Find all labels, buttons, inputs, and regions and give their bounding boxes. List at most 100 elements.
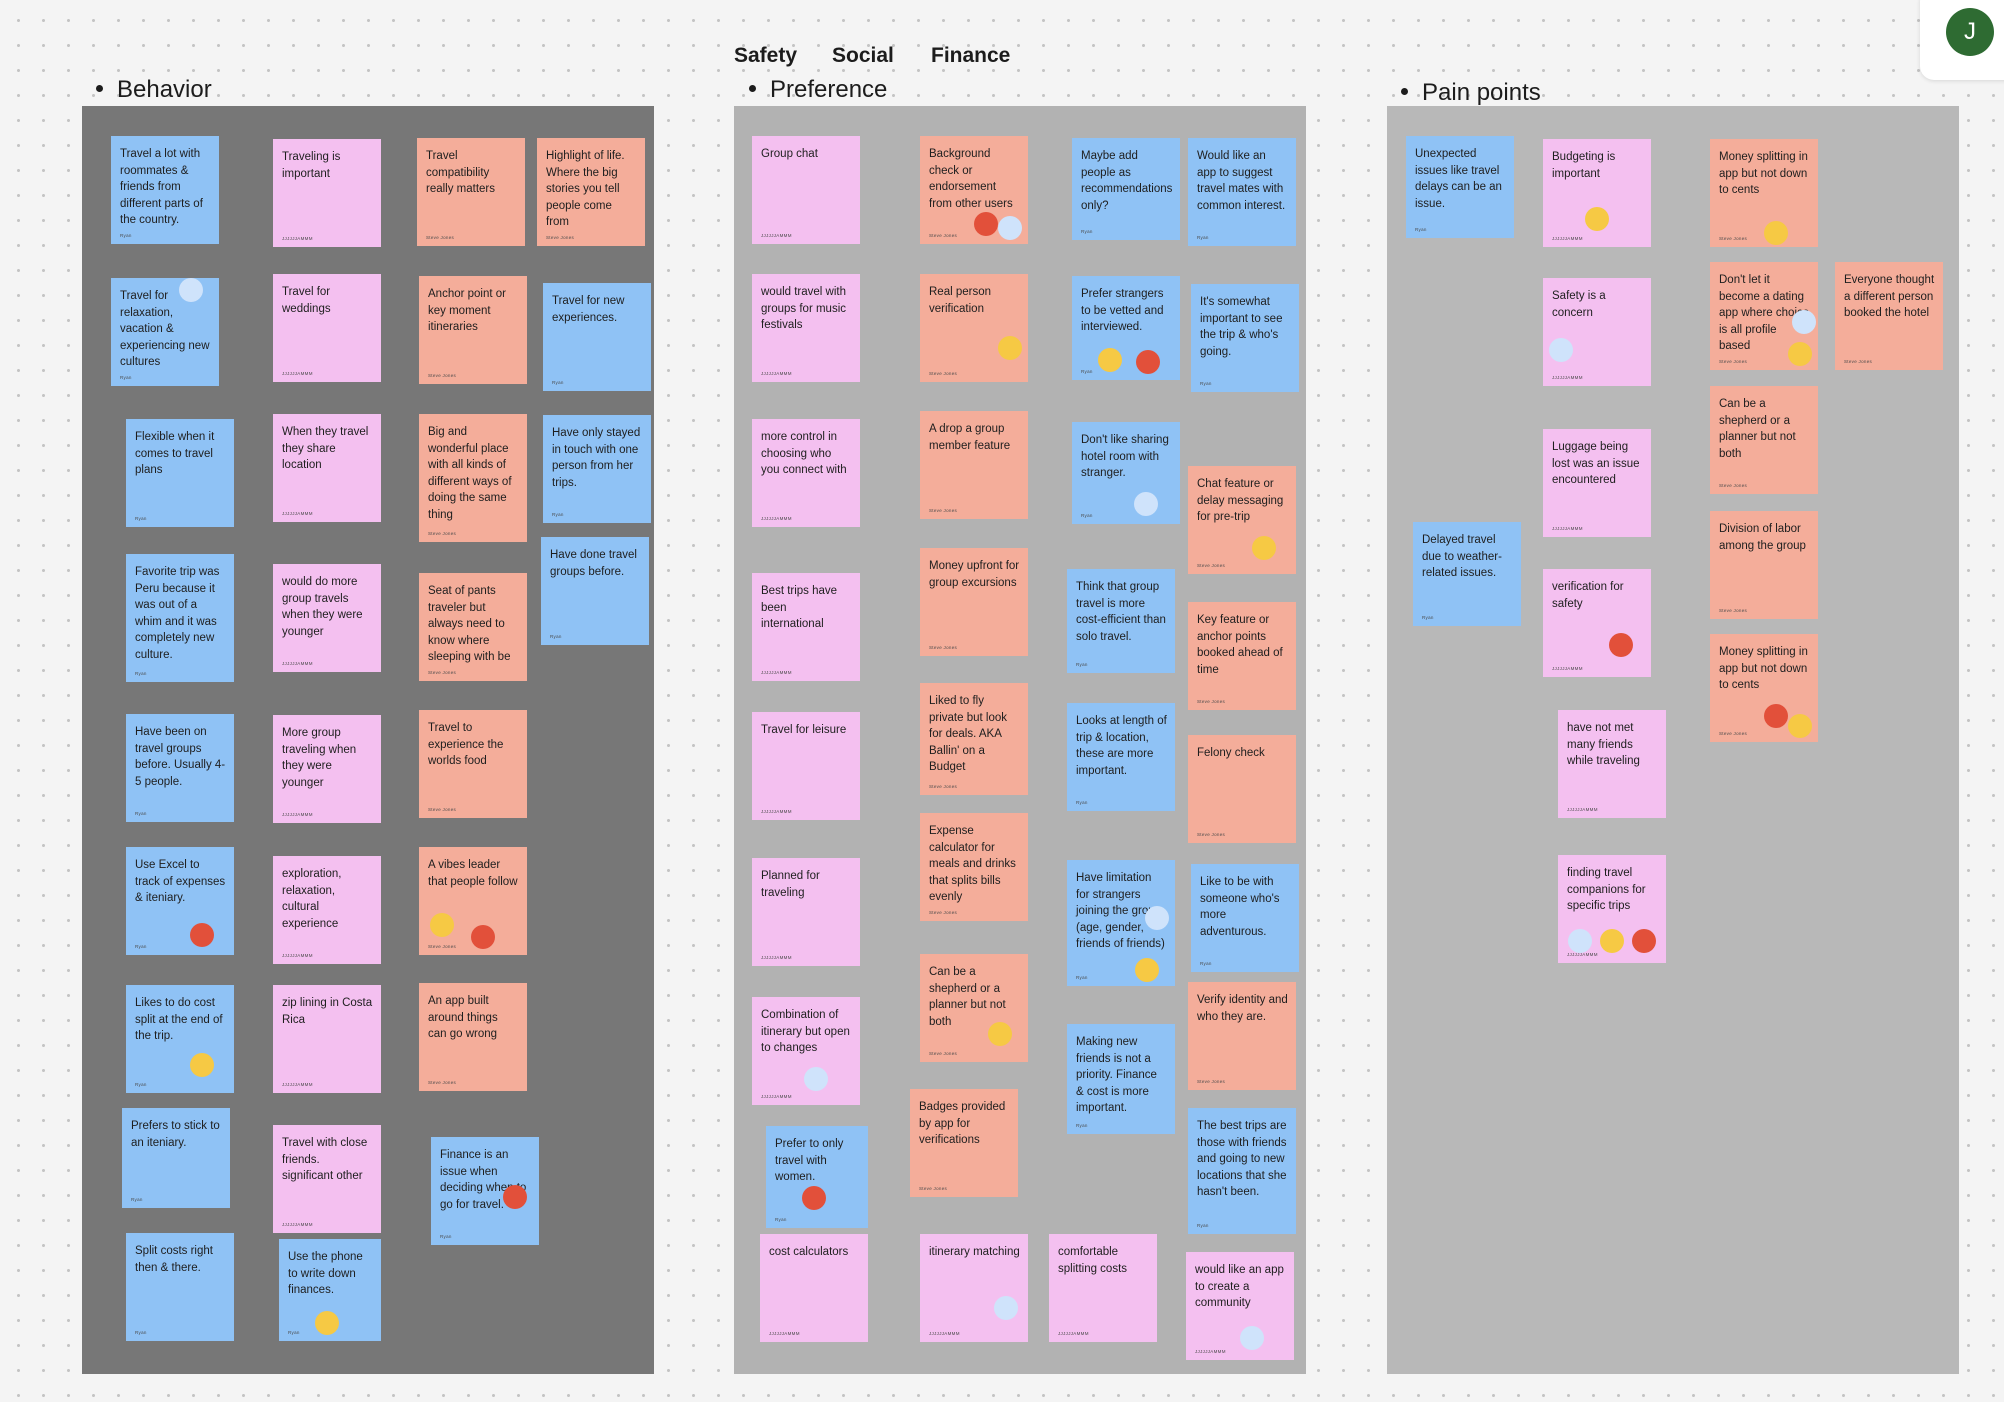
sticky-note[interactable]: Have only stayed in touch with one perso… [543, 415, 651, 523]
sticky-note[interactable]: It's somewhat important to see the trip … [1191, 284, 1299, 392]
sticky-note[interactable]: Seat of pants traveler but always need t… [419, 573, 527, 681]
vote-dot [1134, 492, 1158, 516]
sticky-note[interactable]: Combination of itinerary but open to cha… [752, 997, 860, 1105]
sticky-note[interactable]: Making new friends is not a priority. Fi… [1067, 1024, 1175, 1134]
vote-dot [1136, 350, 1160, 374]
vote-dot [1585, 207, 1609, 231]
sticky-note[interactable]: Travel for relaxation, vacation & experi… [111, 278, 219, 386]
vote-dot [503, 1185, 527, 1209]
sticky-note[interactable]: Would like an app to suggest travel mate… [1188, 138, 1296, 246]
tab-safety[interactable]: Safety [734, 44, 798, 67]
sticky-note[interactable]: Have done travel groups before.Ryan [541, 537, 649, 645]
sticky-note[interactable]: Looks at length of trip & location, thes… [1067, 703, 1175, 811]
sticky-note[interactable]: Use the phone to write down finances.Rya… [279, 1239, 381, 1341]
vote-dot [974, 212, 998, 236]
sticky-note[interactable]: More group traveling when they were youn… [273, 715, 381, 823]
sticky-note[interactable]: exploration, relaxation, cultural experi… [273, 856, 381, 964]
sticky-note[interactable]: Travel with close friends. significant o… [273, 1125, 381, 1233]
vote-dot [1788, 714, 1812, 738]
vote-dot [804, 1067, 828, 1091]
sticky-note[interactable]: Like to be with someone who's more adven… [1191, 864, 1299, 972]
sticky-note[interactable]: Delayed travel due to weather-related is… [1413, 522, 1521, 626]
sticky-note[interactable]: Highlight of life. Where the big stories… [537, 138, 645, 246]
sticky-note[interactable]: finding travel companions for specific t… [1558, 855, 1666, 963]
sticky-note[interactable]: Don't like sharing hotel room with stran… [1072, 422, 1180, 524]
sticky-note[interactable]: Prefers to stick to an iteniary.Ryan [122, 1108, 230, 1208]
tab-finance[interactable]: Finance [931, 44, 1011, 67]
sticky-note[interactable]: Verify identity and who they are.Steve J… [1188, 982, 1296, 1090]
sticky-note[interactable]: Expense calculator for meals and drinks … [920, 813, 1028, 921]
sticky-note[interactable]: would travel with groups for music festi… [752, 274, 860, 382]
sticky-note[interactable]: Maybe add people as recommendations only… [1072, 138, 1180, 240]
vote-dot [1609, 633, 1633, 657]
sticky-note[interactable]: Money splitting in app but not down to c… [1710, 634, 1818, 742]
sticky-note[interactable]: Split costs right then & there.Ryan [126, 1233, 234, 1341]
sticky-note[interactable]: Don't let it become a dating app where c… [1710, 262, 1818, 370]
sticky-note[interactable]: Money splitting in app but not down to c… [1710, 139, 1818, 247]
vote-dot [988, 1022, 1012, 1046]
sticky-note[interactable]: have not met many friends while travelin… [1558, 710, 1666, 818]
user-card: J [1920, 0, 2004, 80]
sticky-note[interactable]: more control in choosing who you connect… [752, 419, 860, 527]
vote-dot [1240, 1326, 1264, 1350]
sticky-note[interactable]: Big and wonderful place with all kinds o… [419, 414, 527, 542]
bullet-icon [1401, 88, 1408, 96]
sticky-note[interactable]: Travel for new experiences.Ryan [543, 283, 651, 391]
sticky-note[interactable]: Can be a shepherd or a planner but not b… [920, 954, 1028, 1062]
vote-dot [1568, 929, 1592, 953]
sticky-note[interactable]: Travel a lot with roommates & friends fr… [111, 136, 219, 244]
sticky-note[interactable]: Finance is an issue when deciding when t… [431, 1137, 539, 1245]
sticky-note[interactable]: Prefer to only travel with women.Ryan [766, 1126, 868, 1228]
vote-dot [179, 278, 203, 302]
sticky-note[interactable]: Prefer strangers to be vetted and interv… [1072, 276, 1180, 380]
sticky-note[interactable]: Background check or endorsement from oth… [920, 136, 1028, 244]
sticky-note[interactable]: Liked to fly private but look for deals.… [920, 683, 1028, 795]
sticky-note[interactable]: Can be a shepherd or a planner but not b… [1710, 386, 1818, 494]
sticky-note[interactable]: Favorite trip was Peru because it was ou… [126, 554, 234, 682]
sticky-note[interactable]: Chat feature or delay messaging for pre-… [1188, 466, 1296, 574]
sticky-note[interactable]: would do more group travels when they we… [273, 564, 381, 672]
tab-social[interactable]: Social [832, 44, 894, 67]
avatar[interactable]: J [1946, 8, 1994, 56]
sticky-note[interactable]: Have limitation for strangers joining th… [1067, 860, 1175, 986]
sticky-note[interactable]: Use Excel to track of expenses & iteniar… [126, 847, 234, 955]
sticky-note[interactable]: Likes to do cost split at the end of the… [126, 985, 234, 1093]
sticky-note[interactable]: Everyone thought a different person book… [1835, 262, 1943, 370]
vote-dot [1145, 906, 1169, 930]
sticky-note[interactable]: Have been on travel groups before. Usual… [126, 714, 234, 822]
sticky-note[interactable]: The best trips are those with friends an… [1188, 1108, 1296, 1234]
sticky-note[interactable]: Key feature or anchor points booked ahea… [1188, 602, 1296, 710]
sticky-note[interactable]: Badges provided by app for verifications… [910, 1089, 1018, 1197]
sticky-note[interactable]: Unexpected issues like travel delays can… [1406, 136, 1514, 238]
sticky-note[interactable]: Luggage being lost was an issue encounte… [1543, 429, 1651, 537]
vote-dot [1252, 536, 1276, 560]
sticky-note[interactable]: Think that group travel is more cost-eff… [1067, 569, 1175, 673]
vote-dot [190, 923, 214, 947]
